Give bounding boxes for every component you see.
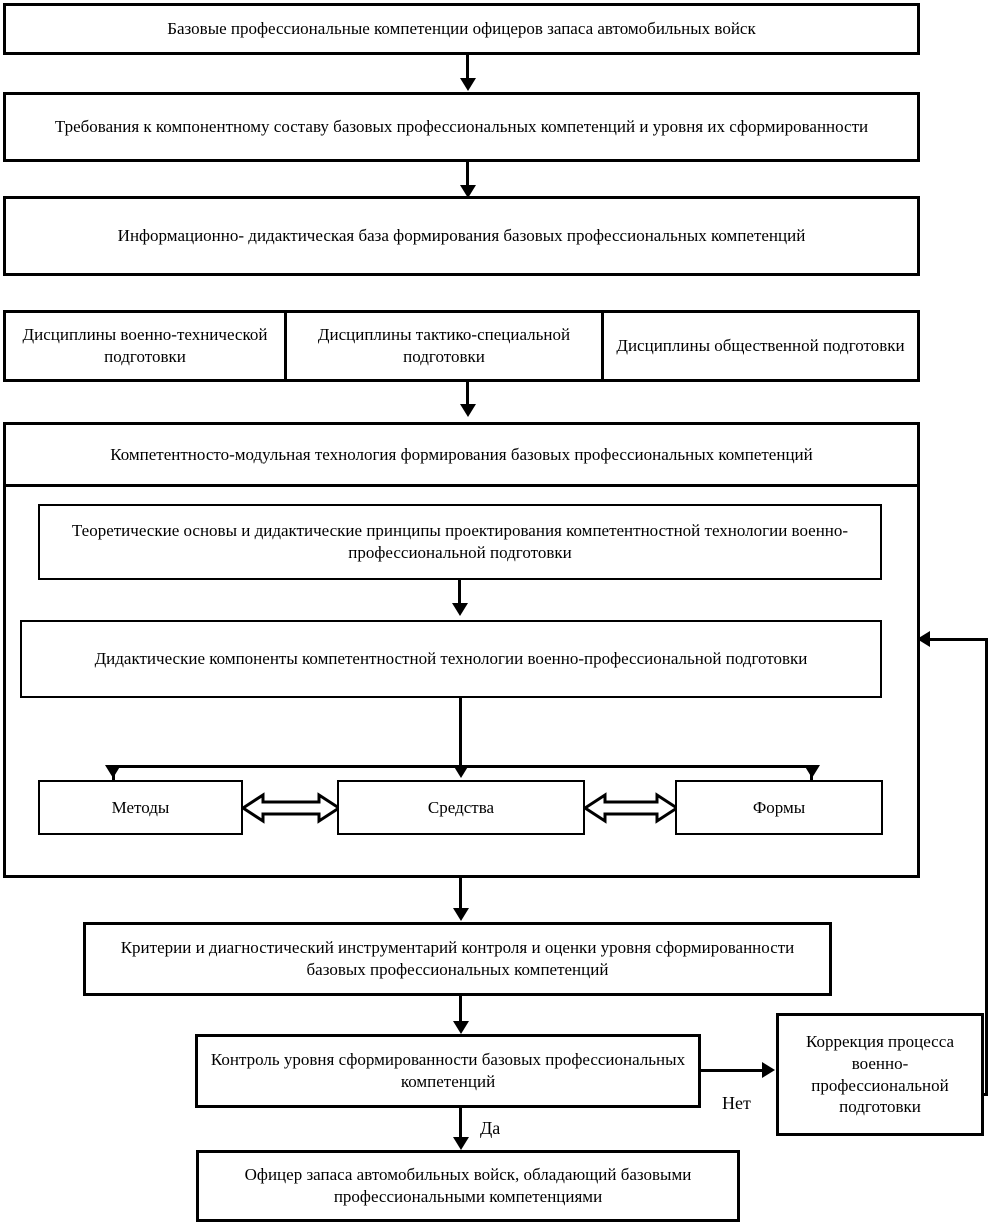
node-discipline-military: Дисциплины военно-технической подготовки (6, 313, 284, 379)
connector-control-to-result (459, 1108, 462, 1140)
arrow-criteria-to-control-icon (453, 1021, 469, 1034)
node-means-label: Средства (427, 797, 495, 817)
node-discipline-tactical-label: Дисциплины тактико-специальной подготовк… (317, 324, 571, 366)
node-root-label: Базовые профессиональные компетенции офи… (167, 19, 756, 39)
connector-feedback-top (930, 638, 986, 641)
edge-label-no: Нет (722, 1093, 751, 1113)
node-didactic-components: Дидактические компоненты компетентностно… (20, 620, 882, 698)
node-forms-label: Формы (752, 797, 806, 817)
node-theory-label: Теоретические основы и дидактические при… (71, 521, 849, 562)
arrow-methods-means-bidirectional-icon (243, 792, 339, 824)
node-technology-header: Компетентносто-модульная технология форм… (6, 425, 917, 487)
node-methods-label: Методы (111, 797, 170, 817)
arrow-root-to-requirements-icon (460, 78, 476, 91)
node-control: Контроль уровня сформированности базовых… (195, 1034, 701, 1108)
node-theory: Теоретические основы и дидактические при… (38, 504, 882, 580)
connector-requirements-to-infobase (466, 162, 469, 190)
node-technology-header-label: Компетентносто-модульная технология форм… (110, 444, 813, 464)
node-means: Средства (337, 780, 585, 835)
node-infobase: Информационно- дидактическая база формир… (3, 196, 920, 276)
node-root: Базовые профессиональные компетенции офи… (3, 3, 920, 55)
node-requirements: Требования к компонентному составу базов… (3, 92, 920, 162)
connector-feedback-vertical (985, 638, 988, 1096)
arrow-to-means-icon (453, 765, 469, 778)
arrow-to-methods-icon (105, 765, 121, 778)
edge-label-yes: Да (480, 1118, 501, 1138)
node-result-label: Офицер запаса автомобильных войск, облад… (244, 1165, 692, 1206)
arrow-theory-to-didactic-icon (452, 603, 468, 616)
arrow-disciplines-to-technology-icon (460, 404, 476, 417)
node-result: Офицер запаса автомобильных войск, облад… (196, 1150, 740, 1222)
connector-didactic-trunk (459, 698, 462, 766)
node-correction-label: Коррекция процесса военно-профессиональн… (805, 1032, 955, 1117)
arrow-feedback-to-technology-icon (917, 631, 930, 647)
connector-disciplines-to-technology (466, 382, 469, 408)
connector-feedback-bottom (984, 1093, 988, 1096)
node-discipline-social: Дисциплины общественной подготовки (601, 313, 917, 379)
arrow-technology-to-criteria-icon (453, 908, 469, 921)
disciplines-row: Дисциплины военно-технической подготовки… (3, 310, 920, 382)
connector-control-to-correction (701, 1069, 764, 1072)
arrow-means-forms-bidirectional-icon (585, 792, 677, 824)
node-infobase-label: Информационно- дидактическая база формир… (117, 226, 806, 246)
connector-root-to-requirements (466, 55, 469, 83)
node-forms: Формы (675, 780, 883, 835)
node-discipline-military-label: Дисциплины военно-технической подготовки (22, 324, 268, 366)
arrow-to-forms-icon (804, 765, 820, 778)
arrow-control-to-result-icon (453, 1137, 469, 1150)
node-didactic-components-label: Дидактические компоненты компетентностно… (94, 649, 808, 669)
arrow-requirements-to-infobase-icon (460, 185, 476, 198)
node-methods: Методы (38, 780, 243, 835)
node-control-label: Контроль уровня сформированности базовых… (210, 1050, 686, 1091)
node-discipline-tactical: Дисциплины тактико-специальной подготовк… (284, 313, 601, 379)
node-correction: Коррекция процесса военно-профессиональн… (776, 1013, 984, 1136)
node-criteria: Критерии и диагностический инструментари… (83, 922, 832, 996)
arrow-control-to-correction-icon (762, 1062, 775, 1078)
node-criteria-label: Критерии и диагностический инструментари… (120, 938, 795, 979)
node-requirements-label: Требования к компонентному составу базов… (54, 117, 869, 137)
connector-technology-to-criteria (459, 878, 462, 910)
connector-theory-to-didactic (458, 580, 461, 606)
node-discipline-social-label: Дисциплины общественной подготовки (616, 335, 905, 355)
connector-criteria-to-control (459, 996, 462, 1024)
